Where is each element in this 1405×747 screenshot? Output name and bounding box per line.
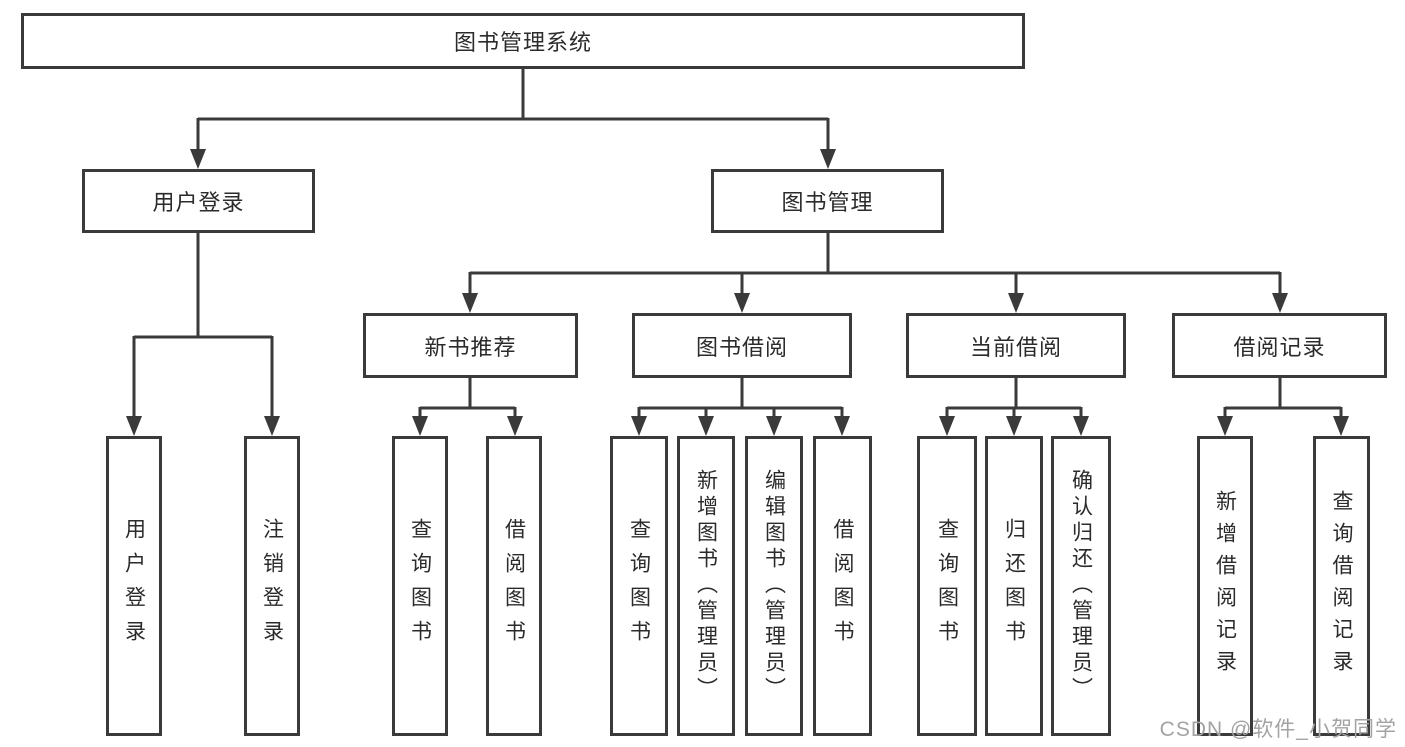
node-label: 借阅图书 [831, 518, 854, 654]
node-new-book-recommendation: 新书推荐 [363, 313, 578, 378]
node-label: 注销登录 [260, 518, 284, 654]
node-query-books-current: 查询图书 [917, 436, 977, 736]
node-label: 查询图书 [935, 518, 959, 654]
node-edit-book-admin: 编辑图书（管理员） [745, 436, 803, 736]
node-label: 当前借阅 [969, 334, 1062, 360]
node-label: 查询图书 [627, 518, 651, 654]
node-label: 新增借阅记录 [1213, 490, 1237, 682]
node-book-borrowing: 图书借阅 [632, 313, 852, 378]
node-label: 确认归还（管理员） [1069, 469, 1093, 703]
node-library-management-system: 图书管理系统 [21, 13, 1025, 69]
node-label: 用户登录 [122, 518, 146, 654]
node-query-borrow-record: 查询借阅记录 [1313, 436, 1370, 736]
node-query-books-recommend: 查询图书 [392, 436, 448, 736]
node-label: 归还图书 [1002, 518, 1026, 654]
node-label: 用户登录 [152, 190, 245, 215]
node-current-borrowing: 当前借阅 [906, 313, 1126, 378]
node-label: 图书借阅 [695, 334, 788, 360]
node-add-borrow-record: 新增借阅记录 [1197, 436, 1253, 736]
node-label: 图书管理系统 [453, 30, 592, 55]
node-label: 新书推荐 [424, 334, 517, 360]
node-query-books-borrowing: 查询图书 [610, 436, 668, 736]
node-label: 图书管理 [781, 190, 874, 215]
node-label: 借阅图书 [502, 518, 526, 654]
node-label: 借阅记录 [1233, 334, 1326, 360]
node-logout: 注销登录 [244, 436, 300, 736]
node-borrow-books-recommend: 借阅图书 [486, 436, 542, 736]
node-user-login-branch: 用户登录 [82, 169, 315, 233]
node-confirm-return-admin: 确认归还（管理员） [1051, 436, 1111, 736]
node-borrow-books-borrowing: 借阅图书 [813, 436, 872, 736]
node-return-book: 归还图书 [985, 436, 1043, 736]
node-borrowing-records: 借阅记录 [1172, 313, 1387, 378]
csdn-watermark: CSDN @软件_小贺同学 [1159, 718, 1397, 741]
node-label: 编辑图书（管理员） [762, 469, 786, 703]
node-label: 新增图书（管理员） [694, 469, 718, 703]
node-label: 查询借阅记录 [1330, 490, 1353, 682]
node-label: 查询图书 [408, 518, 432, 654]
node-user-login: 用户登录 [106, 436, 162, 736]
node-add-book-admin: 新增图书（管理员） [677, 436, 735, 736]
node-book-management: 图书管理 [711, 169, 944, 233]
